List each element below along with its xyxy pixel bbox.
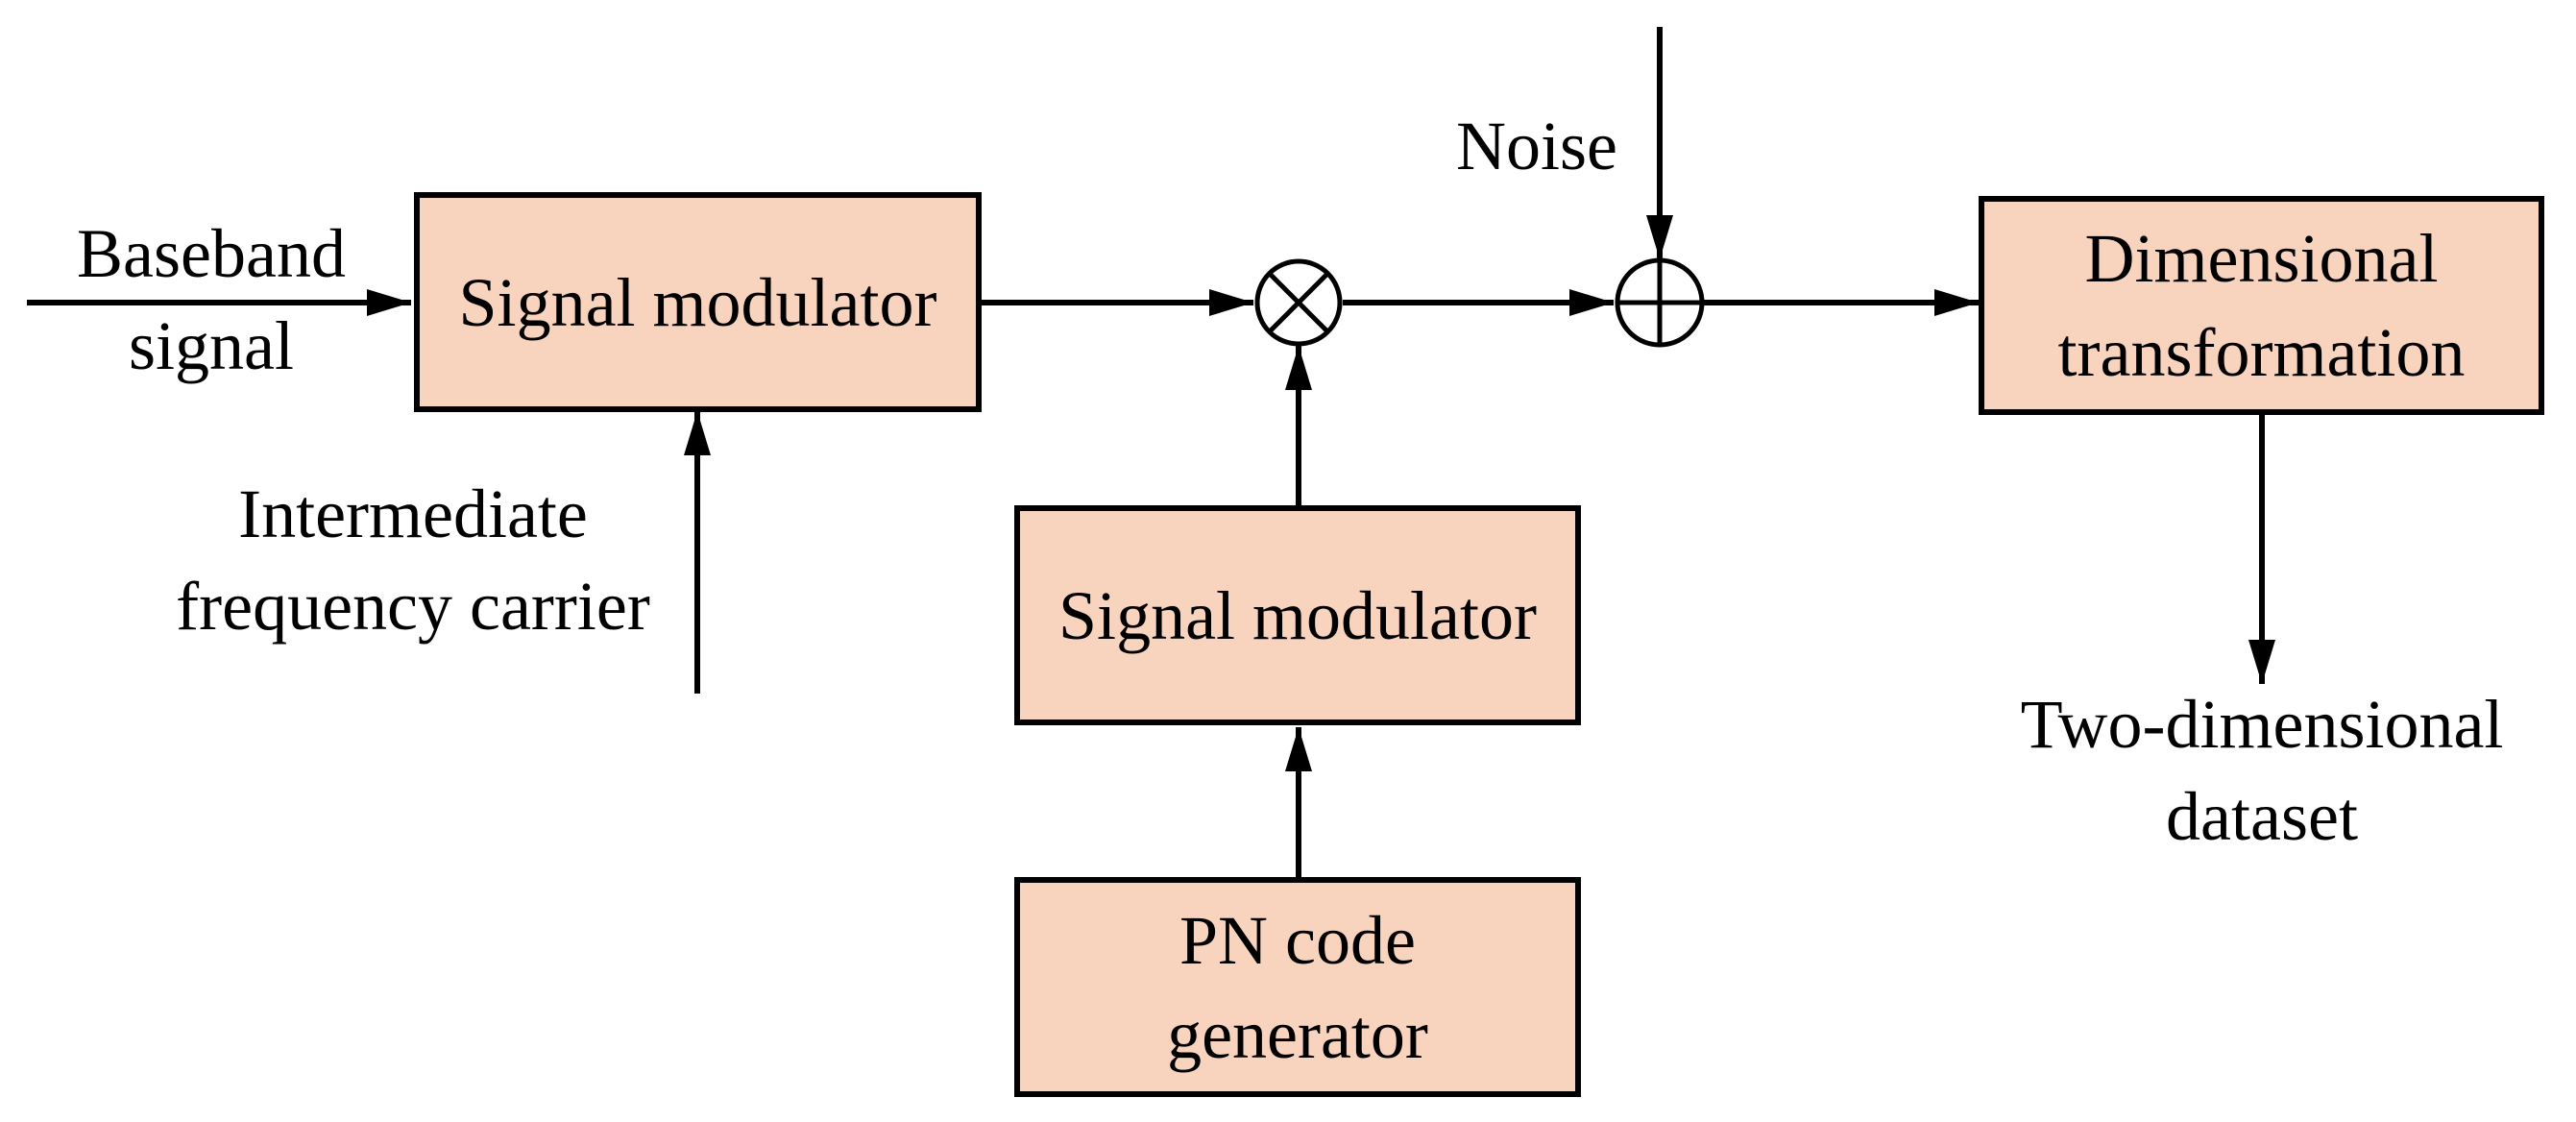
- intermediate-frequency-carrier-label-line2: frequency carrier: [176, 568, 650, 645]
- pn-code-generator-label-line2: generator: [1167, 995, 1428, 1073]
- baseband-signal-label-line1: Baseband: [77, 215, 346, 292]
- signal-modulator-block: Signal modulator: [414, 192, 982, 412]
- baseband-signal-label-line2: signal: [129, 307, 294, 384]
- signal-modulator-pn-block: Signal modulator: [1014, 505, 1581, 725]
- noise-label: Noise: [1456, 108, 1617, 184]
- multiplier-symbol: [1254, 258, 1343, 347]
- baseband-signal-label: Baseband signal: [38, 207, 384, 392]
- intermediate-frequency-carrier-label-line1: Intermediate: [238, 476, 588, 552]
- dimensional-transformation-label-line1: Dimensional: [2084, 220, 2439, 297]
- two-dimensional-dataset-label-line2: dataset: [2166, 778, 2358, 855]
- two-dimensional-dataset-label-line1: Two-dimensional: [2020, 686, 2504, 763]
- dimensional-transformation-label-line2: transformation: [2057, 314, 2466, 391]
- signal-modulator-label: Signal modulator: [458, 263, 937, 341]
- dimensional-transformation-block: Dimensional transformation: [1979, 196, 2544, 415]
- pn-code-generator-label-line1: PN code: [1179, 901, 1416, 979]
- intermediate-frequency-carrier-label: Intermediate frequency carrier: [134, 468, 692, 652]
- pn-code-generator-block: PN code generator: [1014, 877, 1581, 1097]
- two-dimensional-dataset-label: Two-dimensional dataset: [1969, 678, 2555, 863]
- adder-symbol: [1615, 257, 1705, 348]
- signal-modulator-pn-label: Signal modulator: [1058, 576, 1537, 654]
